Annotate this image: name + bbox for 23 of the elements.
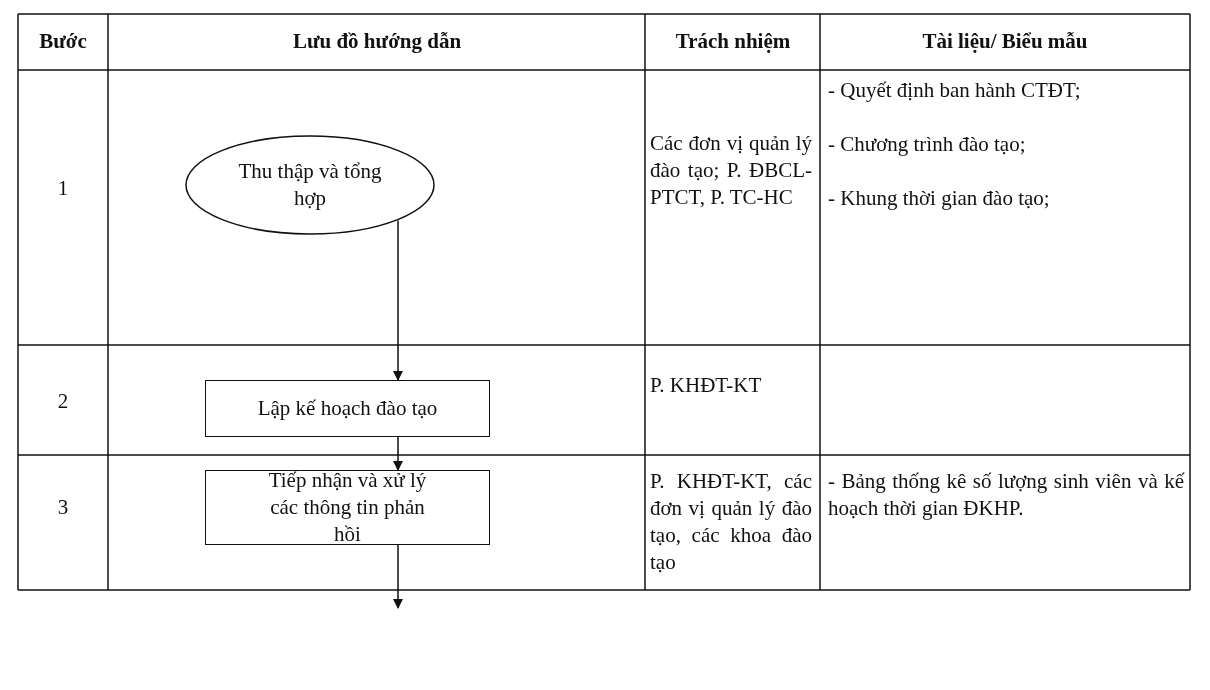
start-ellipse (185, 135, 435, 235)
column-header: Trách nhiệm (674, 28, 792, 55)
step-number: 3 (56, 494, 70, 521)
column-header: Tài liệu/ Biểu mẫu (921, 28, 1089, 55)
step-number: 2 (56, 388, 70, 415)
step-number: 1 (56, 175, 70, 202)
table-cell-text: - Khung thời gian đào tạo; (828, 185, 1051, 212)
process-box (205, 380, 490, 437)
table-cell-text: Các đơn vị quản lý đào tạo; P. ĐBCL-PTCT, P. TC-HC (650, 130, 812, 211)
arrow (393, 436, 403, 471)
column-header: Lưu đồ hướng dẫn (291, 28, 463, 55)
arrow (393, 544, 403, 609)
table-cell-text: - Bảng thống kê số lượng sinh viên và kế hoạch thời gian ĐKHP. (828, 468, 1184, 522)
process-box (205, 470, 490, 545)
node-text: Tiếp nhận và xử lý các thông tin phản hồi (267, 467, 428, 548)
arrow (393, 219, 403, 381)
table-cell-text: - Quyết định ban hành CTĐT; (828, 77, 1082, 104)
table-cell-text: P. KHĐT-KT, các đơn vị quản lý đào tạo, các khoa đào tạo (650, 468, 812, 576)
table-cell-text: P. KHĐT-KT (650, 372, 763, 399)
table-cell-text: - Chương trình đào tạo; (828, 131, 1027, 158)
node-text: Thu thập và tổng hợp (237, 158, 383, 212)
column-header: Bước (38, 28, 88, 55)
node-text: Lập kế hoạch đào tạo (257, 395, 438, 422)
